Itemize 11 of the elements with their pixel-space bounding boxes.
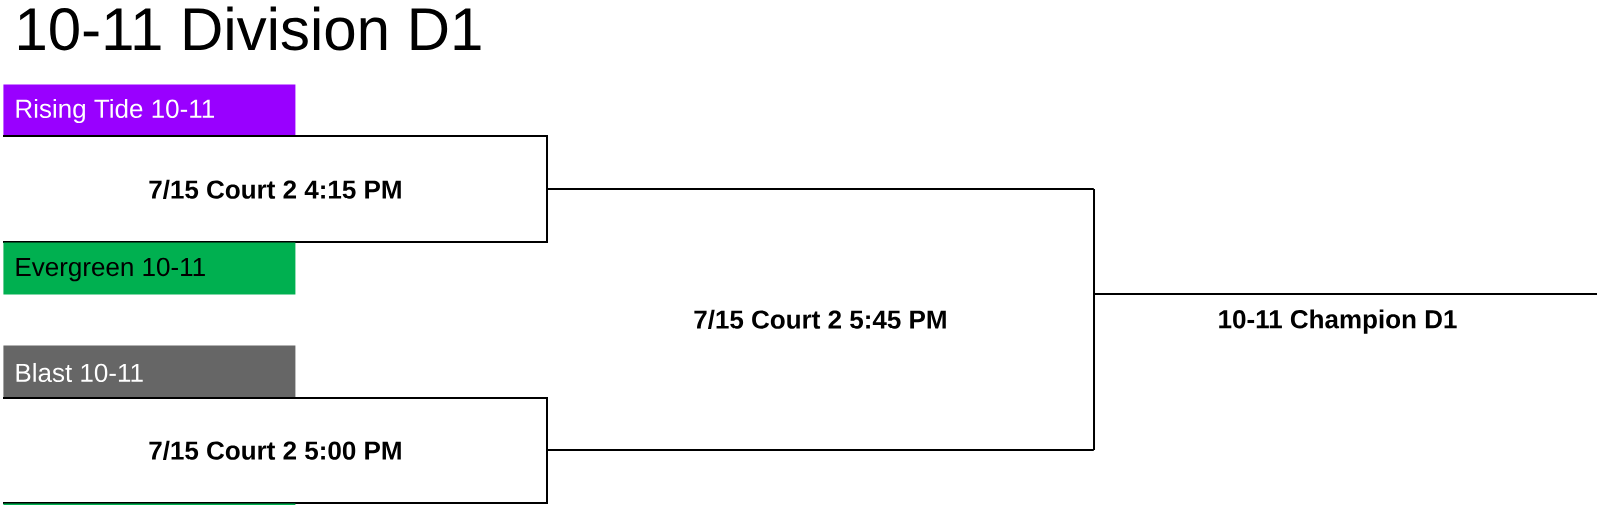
team-bar: Blast 10-11 (3, 345, 296, 398)
bracket-line (546, 188, 1095, 190)
match-bracket: 7/15 Court 2 4:15 PM (2, 135, 548, 243)
bracket-line (1092, 293, 1155, 295)
match-bracket: 7/15 Court 2 5:45 PM (694, 188, 1095, 451)
team-bar: Evergreen 10-11 (3, 242, 296, 295)
bracket-line (546, 449, 1095, 451)
title: 10-11 Division D1 (19, 6, 481, 51)
champion-slot: 10-11 Champion D1 (1153, 293, 1598, 334)
team-bar: Rising Tide 10-11 (3, 84, 296, 137)
match-bracket: 7/15 Court 2 5:00 PM (2, 397, 548, 504)
